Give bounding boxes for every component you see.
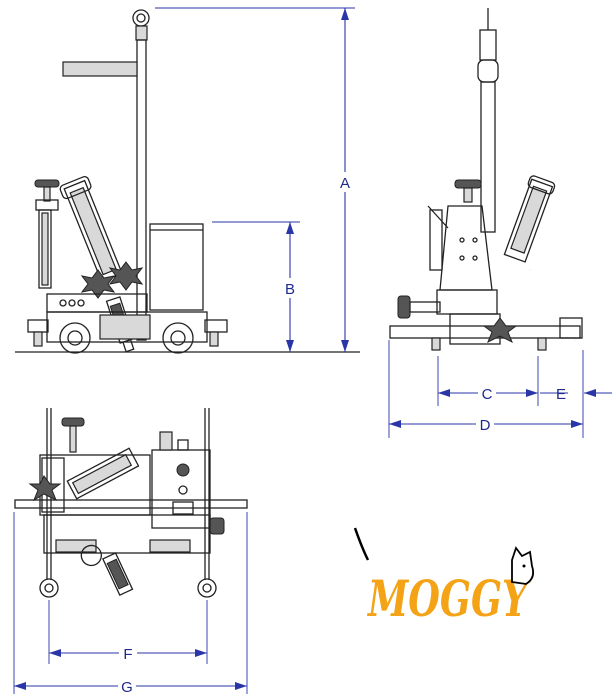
- dimension-label-b: B: [285, 281, 295, 298]
- dimension-b: [212, 221, 300, 352]
- control-box: [151, 449, 211, 529]
- dimension-label-c: C: [482, 386, 493, 403]
- motor-box: [149, 223, 204, 311]
- wheel: [59, 322, 91, 354]
- adjust-knob: [61, 417, 85, 427]
- dimension-g: [13, 512, 248, 696]
- torch-holder: [503, 175, 556, 263]
- torch-holder: [59, 176, 123, 283]
- dimension-c: [437, 356, 539, 406]
- wheel: [197, 578, 217, 598]
- wheel: [39, 578, 59, 598]
- side-view: [389, 8, 583, 351]
- wheel: [162, 322, 194, 354]
- star-knob: [28, 475, 62, 502]
- top-view: [14, 408, 248, 598]
- mast: [480, 81, 496, 233]
- torch-holder: [66, 447, 140, 500]
- dimension-label-d: D: [480, 417, 491, 434]
- adjust-knob: [34, 179, 60, 188]
- dimension-label-a: A: [340, 175, 350, 192]
- dimension-f: [48, 600, 208, 664]
- dimension-label-e: E: [556, 386, 566, 403]
- star-knob: [482, 317, 518, 344]
- rail: [14, 499, 248, 509]
- mast: [136, 39, 147, 341]
- torch-nozzle: [80, 544, 134, 597]
- moggy-logo: MOGGY: [353, 527, 535, 628]
- logo-wordmark: MOGGY: [367, 569, 532, 628]
- adjust-knob: [454, 179, 482, 189]
- star-knob: [80, 261, 144, 299]
- front-view: [15, 9, 360, 354]
- lifting-eye: [132, 9, 150, 27]
- rail: [389, 325, 581, 339]
- dimension-label-g: G: [121, 679, 133, 696]
- drive-body: [439, 205, 493, 291]
- dimension-a: [155, 7, 355, 352]
- dimension-d: [388, 340, 584, 438]
- handle-bar: [62, 61, 138, 77]
- base-body: [46, 311, 208, 343]
- dimension-e: [540, 389, 612, 397]
- logo-tail-stroke: [353, 527, 370, 561]
- dimension-label-f: F: [123, 646, 132, 663]
- torch-cable: [529, 269, 576, 341]
- cat-silhouette-icon: [511, 546, 535, 585]
